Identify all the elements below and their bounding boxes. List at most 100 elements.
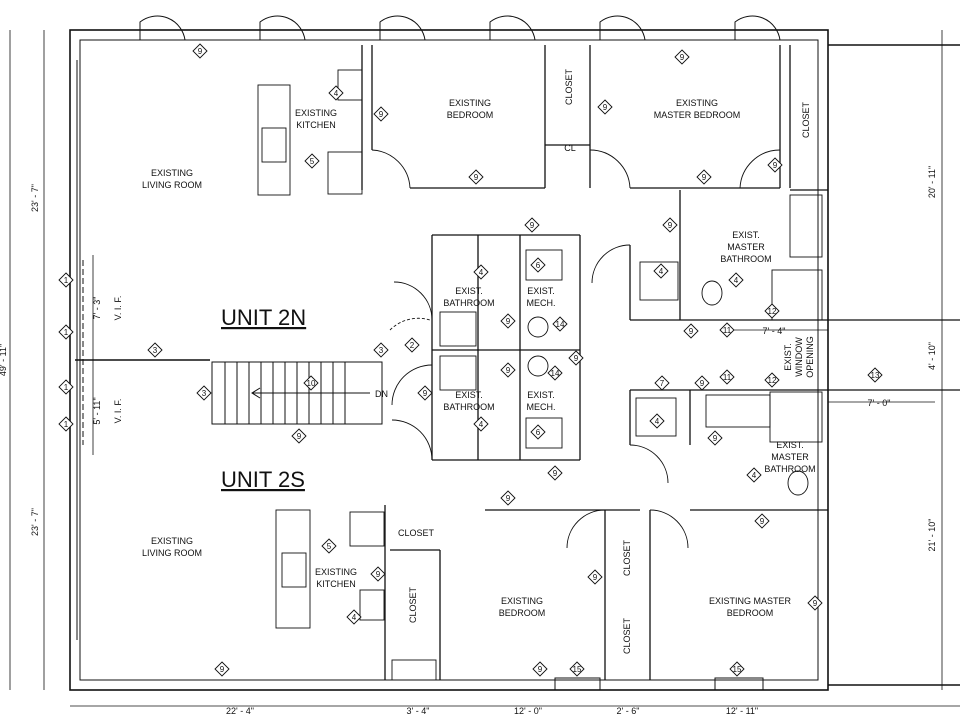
door-swings (371, 149, 781, 549)
keynote-tag: 12 (764, 372, 780, 388)
dim-left-small-1: 7' - 3" (92, 297, 102, 320)
svg-text:9: 9 (376, 570, 381, 579)
windows (76, 15, 781, 691)
keynote-tag: 4 (649, 413, 665, 429)
closet-label-5: CLOSET (622, 539, 632, 576)
svg-text:5: 5 (327, 542, 332, 551)
room-label-n-kitchen-1: EXISTING (295, 108, 337, 118)
room-label-n-bath-1: EXIST. (455, 286, 483, 296)
closet-label-2: CLOSET (564, 68, 574, 105)
keynote-tag: 15 (729, 661, 745, 677)
dim-left-total: 49' - 11" (0, 344, 8, 376)
svg-text:7: 7 (660, 379, 665, 388)
keynote-tag: 3 (196, 385, 212, 401)
keynote-tag: 9 (568, 350, 584, 366)
keynote-tag: 6 (530, 424, 546, 440)
room-label-n-kitchen-2: KITCHEN (296, 120, 336, 130)
keynote-tag: 9 (662, 217, 678, 233)
stair (211, 361, 383, 425)
keynote-tag: 9 (767, 157, 783, 173)
room-label-s-master-bedroom-1: EXISTING MASTER (709, 596, 792, 606)
svg-text:4: 4 (752, 471, 757, 480)
interior-walls (361, 45, 960, 680)
svg-text:9: 9 (689, 327, 694, 336)
svg-text:12: 12 (768, 376, 777, 385)
keynote-tag: 5 (304, 153, 320, 169)
dim-left-2: 23' - 7" (30, 508, 40, 536)
svg-text:9: 9 (813, 599, 818, 608)
keynote-tag: 10 (303, 375, 319, 391)
svg-text:4: 4 (352, 613, 357, 622)
building-walls (69, 29, 960, 691)
svg-text:9: 9 (423, 389, 428, 398)
room-label-s-master-bath-1: EXIST. (776, 440, 804, 450)
keynote-tag: 9 (370, 566, 386, 582)
svg-text:3: 3 (153, 346, 158, 355)
keynote-tag: 7 (654, 375, 670, 391)
svg-text:14: 14 (551, 369, 560, 378)
room-label-s-master-bath-2: MASTER (771, 452, 809, 462)
svg-text:4: 4 (334, 89, 339, 98)
keynote-tag: 6 (530, 257, 546, 273)
svg-text:1: 1 (64, 420, 69, 429)
keynote-tag: 9 (500, 490, 516, 506)
keynote-tag: 11 (719, 369, 735, 385)
svg-text:9: 9 (506, 317, 511, 326)
dim-bottom-2: 3' - 4" (407, 706, 430, 716)
keynote-tag: 9 (547, 465, 563, 481)
svg-text:2: 2 (410, 341, 415, 350)
svg-text:4: 4 (659, 267, 664, 276)
stair-down-label: DN (375, 389, 388, 399)
svg-text:9: 9 (379, 110, 384, 119)
svg-text:4: 4 (655, 417, 660, 426)
svg-text:9: 9 (668, 221, 673, 230)
svg-text:3: 3 (379, 346, 384, 355)
svg-text:3: 3 (202, 389, 207, 398)
dim-right-2: 4' - 10" (927, 342, 937, 370)
svg-text:9: 9 (593, 573, 598, 582)
svg-text:9: 9 (713, 434, 718, 443)
keynote-tag: 9 (524, 217, 540, 233)
room-label-s-living-2: LIVING ROOM (142, 548, 202, 558)
window-opening-label-1: EXIST. (783, 343, 793, 371)
room-label-n-mech-1: EXIST. (527, 286, 555, 296)
svg-text:6: 6 (536, 261, 541, 270)
keynote-tag: 9 (468, 169, 484, 185)
svg-text:9: 9 (538, 665, 543, 674)
keynote-tag: 9 (291, 428, 307, 444)
vif-label-2: V. I. F. (113, 399, 123, 424)
keynote-tag: 15 (569, 661, 585, 677)
svg-text:12: 12 (768, 307, 777, 316)
keynote-tag: 9 (500, 313, 516, 329)
keynote-tag: 9 (597, 99, 613, 115)
vertical-labels: CLOSET CLOSET CLOSET CLOSET CLOSET EXIST… (113, 68, 815, 654)
svg-text:11: 11 (723, 373, 732, 382)
keynote-tag: 4 (653, 263, 669, 279)
dim-bottom-1: 22' - 4" (226, 706, 254, 716)
svg-text:9: 9 (760, 517, 765, 526)
svg-text:9: 9 (702, 173, 707, 182)
cl-label: CL (564, 143, 576, 153)
keynote-tag: 12 (764, 303, 780, 319)
unit-labels: UNIT 2N UNIT 2S (221, 305, 306, 492)
fixtures (257, 69, 823, 681)
svg-text:1: 1 (64, 276, 69, 285)
svg-text:11: 11 (723, 326, 732, 335)
svg-text:4: 4 (734, 276, 739, 285)
dim-interior-1: 7' - 4" (763, 326, 786, 336)
keynote-tag: 5 (321, 538, 337, 554)
room-label-s-bath-1: EXIST. (455, 390, 483, 400)
keynote-tag: 14 (547, 365, 563, 381)
closet-label-4: CLOSET (408, 586, 418, 623)
keynote-tag: 9 (417, 385, 433, 401)
dim-bottom-4: 2' - 6" (617, 706, 640, 716)
keynote-tag: 13 (867, 367, 883, 383)
room-label-s-mech-2: MECH. (527, 402, 556, 412)
svg-text:9: 9 (506, 366, 511, 375)
unit-2n-label: UNIT 2N (221, 305, 306, 330)
svg-text:9: 9 (220, 665, 225, 674)
keynote-tag: 4 (746, 467, 762, 483)
room-label-n-master-bath-1: EXIST. (732, 230, 760, 240)
svg-text:9: 9 (574, 354, 579, 363)
